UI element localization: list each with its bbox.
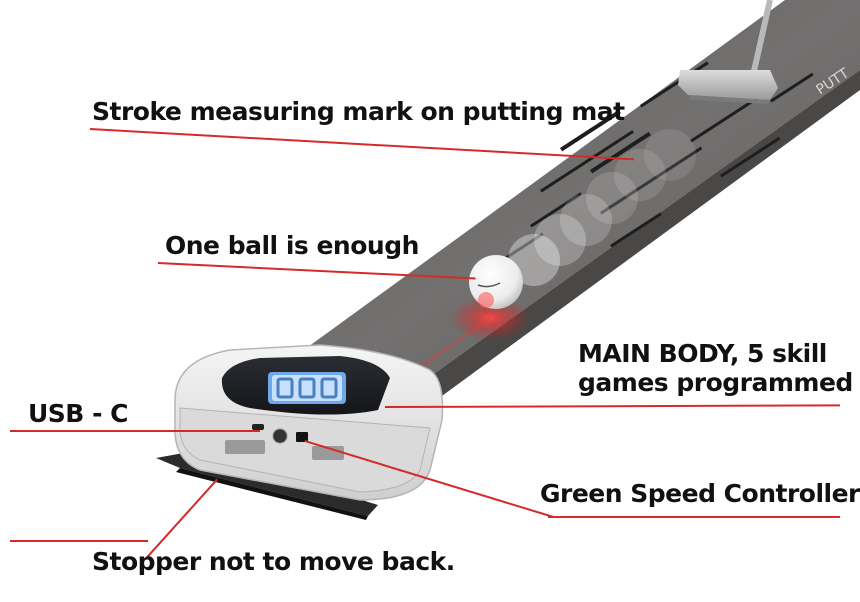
power-button	[272, 428, 288, 444]
callout-main-body-line2: games programmed	[578, 367, 853, 397]
led-display-icon	[268, 372, 346, 404]
callout-main-body-line1: MAIN BODY, 5 skill	[578, 339, 827, 368]
ball-motion-trail	[508, 129, 696, 286]
callout-stroke-mark: Stroke measuring mark on putting mat	[92, 97, 625, 126]
callout-usb: USB - C	[28, 399, 129, 428]
leader-line-stopper-base	[10, 540, 148, 542]
usb-c-port	[252, 424, 264, 430]
putting-device-icon	[174, 344, 444, 501]
leader-line-usb	[10, 430, 260, 432]
stroke-marks	[499, 61, 814, 263]
putter-icon	[678, 0, 778, 104]
callout-stopper: Stopper not to move back.	[92, 547, 455, 576]
callout-green-speed: Green Speed Controller	[540, 479, 860, 508]
green-speed-switch	[296, 432, 308, 442]
leader-line-green-speed-b	[548, 516, 840, 518]
callout-one-ball: One ball is enough	[165, 231, 419, 260]
golf-ball-icon	[469, 255, 523, 309]
callout-main-body: MAIN BODY, 5 skill games programmed	[578, 339, 853, 398]
